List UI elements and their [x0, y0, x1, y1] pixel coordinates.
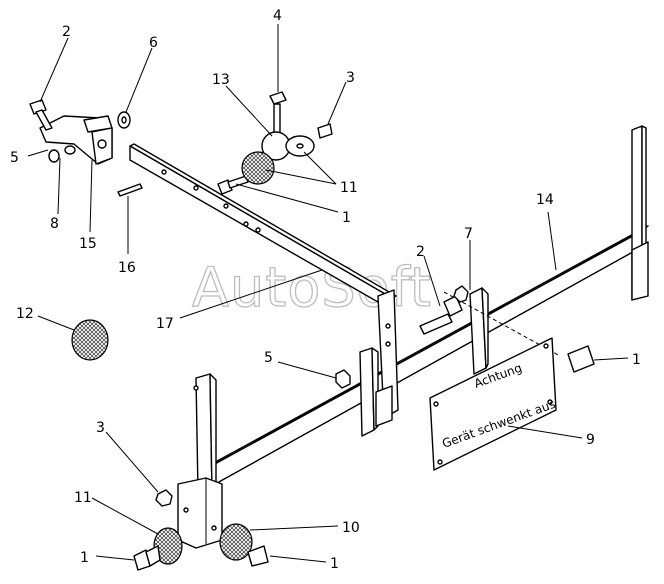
callout-1-right: 1	[632, 352, 641, 368]
callout-16: 16	[118, 260, 136, 276]
left-upright	[177, 373, 223, 549]
callout-5-top: 5	[10, 150, 19, 166]
callout-10: 10	[342, 520, 360, 536]
callout-7: 7	[464, 226, 473, 242]
callout-13: 13	[212, 72, 230, 88]
warning-plate: Achtung Gerät schwenkt aus	[429, 337, 557, 471]
callout-17: 17	[156, 316, 174, 332]
callout-8: 8	[50, 216, 59, 232]
callout-2-top: 2	[62, 24, 71, 40]
callout-1-bottom-left: 1	[80, 550, 89, 566]
callout-2-mid: 2	[416, 244, 425, 260]
callout-4: 4	[273, 8, 282, 24]
callout-15: 15	[79, 236, 97, 252]
callout-numbers: 2 6 4 3 13 11 5 8 15 16 1 17 14 2 7 1 5 …	[10, 8, 641, 572]
callout-5-mid: 5	[264, 350, 273, 366]
right-clamp	[443, 287, 561, 375]
callout-12: 12	[16, 306, 34, 322]
callout-11-bottom: 11	[74, 490, 92, 506]
callout-3-bottom: 3	[96, 420, 105, 436]
callout-9: 9	[586, 432, 595, 448]
small-bracket	[29, 99, 131, 165]
pin	[117, 183, 143, 197]
callout-1-arm: 1	[342, 210, 351, 226]
reflector-top	[241, 91, 333, 185]
callout-1-bottom-right: 1	[330, 556, 339, 572]
reflector-loose	[71, 319, 109, 361]
callout-3-top: 3	[346, 70, 355, 86]
diagonal-arm	[129, 143, 399, 419]
main-bar	[199, 125, 649, 489]
leader-lines	[27, 24, 629, 563]
bolt-arm	[217, 175, 249, 195]
reflector-bottom	[133, 489, 269, 571]
middle-hardware	[335, 285, 595, 389]
callout-14: 14	[536, 192, 554, 208]
callout-11-top: 11	[340, 180, 358, 196]
callout-6: 6	[149, 35, 158, 51]
watermark: AutoSoft	[192, 256, 432, 319]
clamp-plate	[359, 347, 393, 437]
